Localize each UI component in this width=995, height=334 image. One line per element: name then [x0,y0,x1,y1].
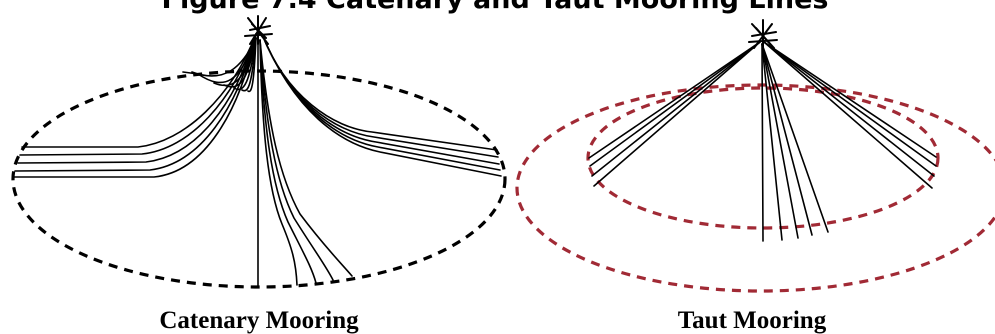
taut-line-left-4 [593,41,761,187]
taut-outer-ellipse [515,83,995,293]
taut-inner-ellipse [586,86,940,230]
taut-line-left-2 [589,41,761,167]
catenary-seabed-ellipse [11,69,507,289]
catenary-line-front-2 [259,39,298,286]
catenary-mooring-lines [13,33,502,288]
taut-mooring-lines [588,41,937,242]
catenary-line-back-1 [191,37,257,77]
taut-mooring-diagram [515,19,995,293]
taut-caption: Taut Mooring [678,307,827,334]
catenary-mooring-diagram [11,15,507,289]
taut-line-front-3 [761,43,799,239]
taut-line-right-2 [763,41,937,167]
taut-line-front-2 [761,43,783,241]
catenary-line-front-4 [259,39,334,281]
catenary-line-left-1 [21,33,257,148]
catenary-line-left-4 [14,33,257,172]
catenary-line-front-5 [259,39,353,277]
taut-line-front-5 [761,43,829,233]
catenary-line-front-3 [259,39,317,284]
catenary-line-right-4 [261,33,501,171]
catenary-caption: Catenary Mooring [159,307,359,334]
taut-line-right-4 [763,41,933,189]
catenary-line-back-7 [247,37,257,93]
taut-line-front-1 [761,43,764,242]
catenary-fairlead-cluster-icon [244,15,273,45]
figure-title: Figure 7.4 Catenary and Taut Mooring Lin… [162,0,829,15]
catenary-line-right-5 [261,33,502,177]
taut-line-right-1 [763,41,937,158]
catenary-line-back-2 [182,37,257,84]
catenary-line-left-5 [13,33,257,178]
catenary-line-left-3 [17,33,257,164]
taut-line-right-3 [763,41,935,177]
taut-fairlead-cluster-icon [748,19,778,49]
taut-line-left-1 [588,41,761,159]
taut-line-front-4 [761,43,813,236]
taut-line-left-3 [591,41,761,177]
